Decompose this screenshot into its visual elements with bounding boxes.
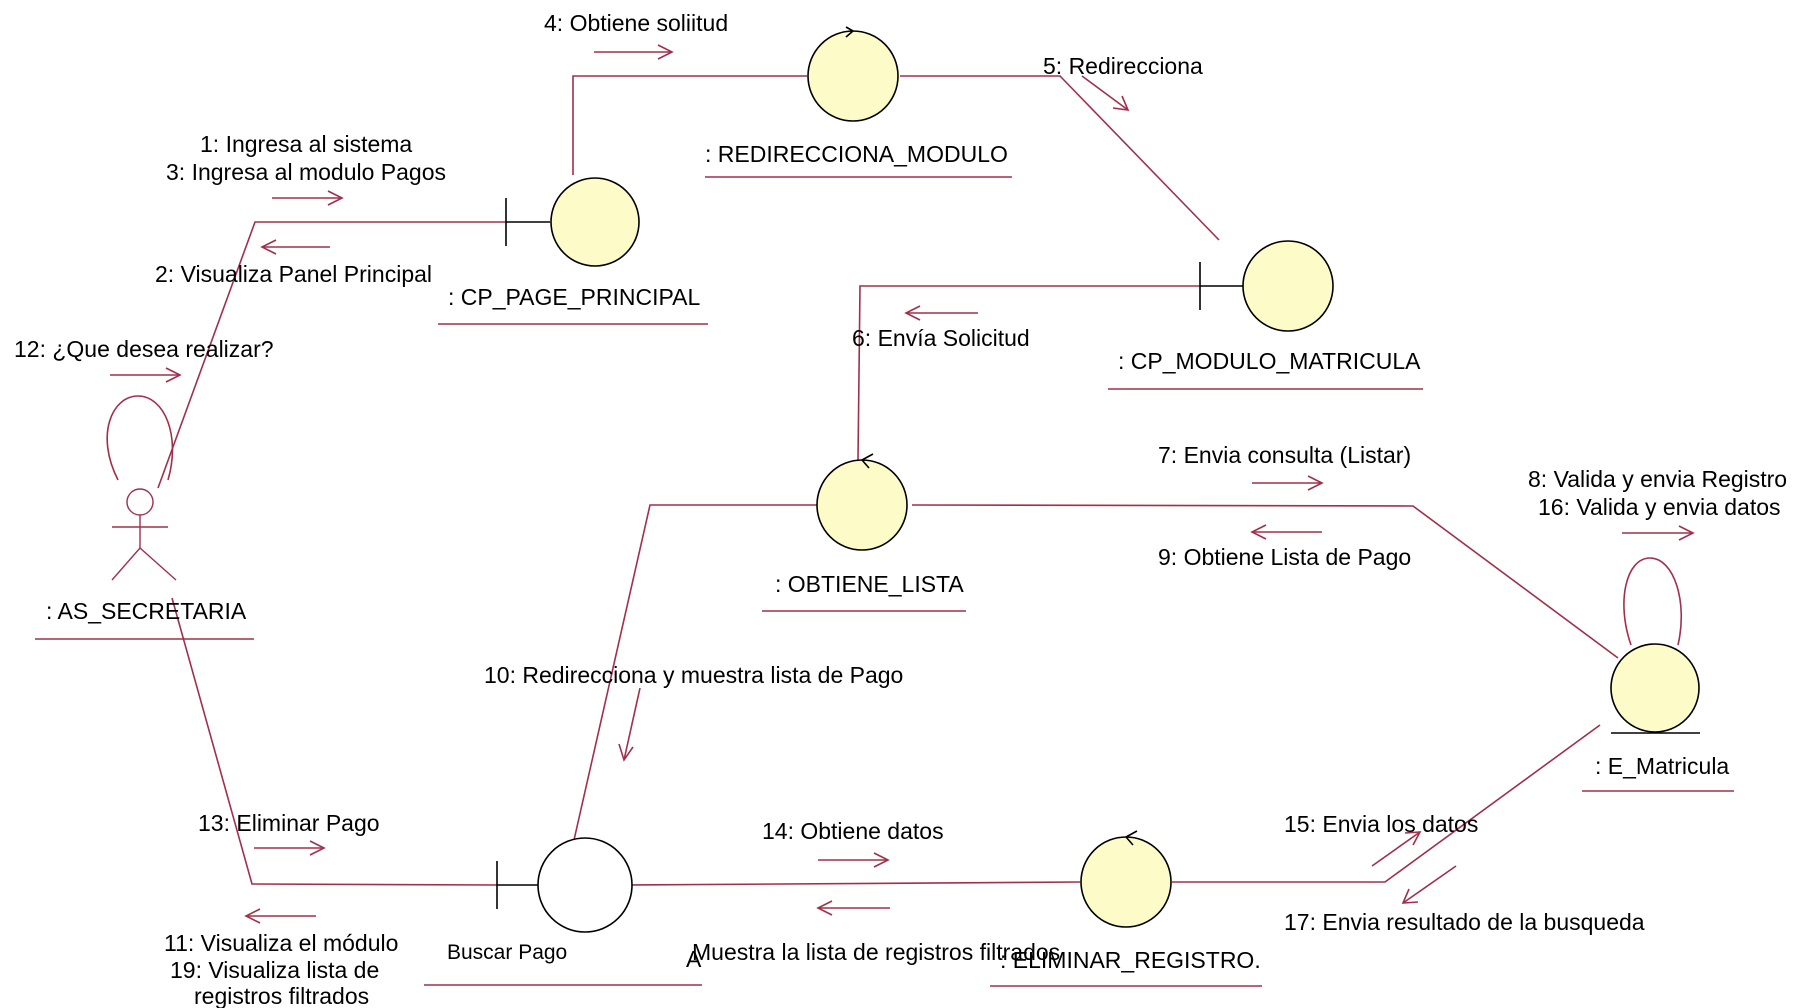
message-label: 16: Valida y envia datos xyxy=(1538,494,1781,520)
message-label: 15: Envia los datos xyxy=(1284,811,1478,837)
message-label: 7: Envia consulta (Listar) xyxy=(1158,442,1411,468)
object-as-secretaria[interactable]: : AS_SECRETARIA xyxy=(35,488,254,640)
message-label: 17: Envia resultado de la busqueda xyxy=(1284,909,1645,935)
message-arrow-icon xyxy=(244,908,316,924)
message-label: 10: Redirecciona y muestra lista de Pago xyxy=(484,662,903,688)
object-label: Buscar Pago xyxy=(447,941,567,964)
boundary-icon xyxy=(550,177,640,267)
boundary-icon xyxy=(1242,240,1334,332)
message-label: 8: Valida y envia Registro xyxy=(1528,466,1787,492)
link-buscar-pago-eliminar-registro xyxy=(631,881,1081,886)
message-arrow-icon xyxy=(254,840,326,856)
message-arrow-icon xyxy=(594,44,674,60)
link-obtiene-lista-e-matricula xyxy=(911,504,1619,659)
message-label: 11: Visualiza el módulo xyxy=(164,930,398,956)
link-actor-buscar-pago xyxy=(171,597,498,886)
object-e-matricula[interactable]: : E_Matricula xyxy=(1582,643,1734,792)
links xyxy=(157,75,1619,886)
message-arrow-icon xyxy=(110,367,182,383)
object-label-suffix: A xyxy=(686,946,702,972)
link-obtiene-lista-buscar-pago xyxy=(573,504,817,841)
object-redirecciona-modulo[interactable]: : REDIRECCIONA_MODULO xyxy=(705,26,1012,178)
control-arrowhead xyxy=(845,26,854,38)
message-arrow-icon xyxy=(818,852,890,868)
message-arrow-icon xyxy=(816,900,890,916)
control-icon xyxy=(807,30,899,122)
message-arrow-icon xyxy=(1371,831,1422,867)
message-arrow-icon xyxy=(260,239,330,255)
link-modulo-matricula-obtiene-lista xyxy=(857,285,1200,461)
object-cp-modulo-matricula[interactable]: : CP_MODULO_MATRICULA xyxy=(1108,240,1423,390)
entity-icon xyxy=(1610,643,1700,733)
message-arrow-icon xyxy=(618,687,641,762)
control-icon xyxy=(1080,836,1172,928)
object-eliminar-registro[interactable]: : ELIMINAR_REGISTRO. xyxy=(990,830,1262,987)
message-label: 4: Obtiene soliitud xyxy=(544,10,728,36)
object-label: : CP_MODULO_MATRICULA xyxy=(1118,348,1421,374)
object-buscar-pago[interactable]: Buscar Pago A xyxy=(424,837,702,986)
object-label: : REDIRECCIONA_MODULO xyxy=(705,141,1008,167)
message-label: 13: Eliminar Pago xyxy=(198,810,380,836)
actor-icon xyxy=(111,488,177,581)
control-arrowhead xyxy=(1125,830,1138,846)
message-label: Muestra la lista de registros filtrados xyxy=(692,939,1060,965)
message-label: 1: Ingresa al sistema xyxy=(200,131,412,157)
message-arrow-icon xyxy=(1252,475,1324,491)
self-loop-actor xyxy=(106,395,174,481)
message-label: registros filtrados xyxy=(194,983,369,1008)
object-label: : CP_PAGE_PRINCIPAL xyxy=(448,284,700,310)
object-label: : ELIMINAR_REGISTRO. xyxy=(1000,947,1261,973)
message-label: 12: ¿Que desea realizar? xyxy=(14,336,274,362)
link-redirecciona-modulo-matricula xyxy=(900,75,1220,241)
object-cp-page-principal[interactable]: : CP_PAGE_PRINCIPAL xyxy=(438,177,708,325)
message-arrow-icon xyxy=(1250,524,1322,540)
message-arrow-icon xyxy=(1622,525,1695,541)
link-actor-page-principal xyxy=(157,221,506,489)
message-label: 19: Visualiza lista de xyxy=(170,957,379,983)
object-obtiene-lista[interactable]: : OBTIENE_LISTA xyxy=(762,453,966,612)
message-label: 5: Redirecciona xyxy=(1043,53,1203,79)
message-label: 2: Visualiza Panel Principal xyxy=(155,261,432,287)
message-label: 9: Obtiene Lista de Pago xyxy=(1158,544,1411,570)
message-arrow-icon xyxy=(1401,865,1457,904)
boundary-icon xyxy=(537,837,633,933)
message-labels: 4: Obtiene soliitud 5: Redirecciona 1: I… xyxy=(14,10,1787,1008)
message-arrows xyxy=(110,44,1695,924)
control-icon xyxy=(816,459,908,551)
message-arrow-icon xyxy=(904,305,978,321)
message-label: 6: Envía Solicitud xyxy=(852,325,1030,351)
message-arrow-icon xyxy=(272,190,344,206)
control-arrowhead xyxy=(861,453,874,469)
message-arrow-icon xyxy=(1081,75,1130,111)
self-loop-e-matricula xyxy=(1623,557,1682,646)
message-label: 3: Ingresa al modulo Pagos xyxy=(166,159,446,185)
object-label: : OBTIENE_LISTA xyxy=(775,571,964,597)
link-eliminar-registro-e-matricula xyxy=(1172,724,1601,883)
message-label: 14: Obtiene datos xyxy=(762,818,944,844)
link-page-principal-redirecciona xyxy=(572,75,807,175)
object-label: : AS_SECRETARIA xyxy=(46,598,247,624)
object-label: : E_Matricula xyxy=(1595,753,1729,779)
